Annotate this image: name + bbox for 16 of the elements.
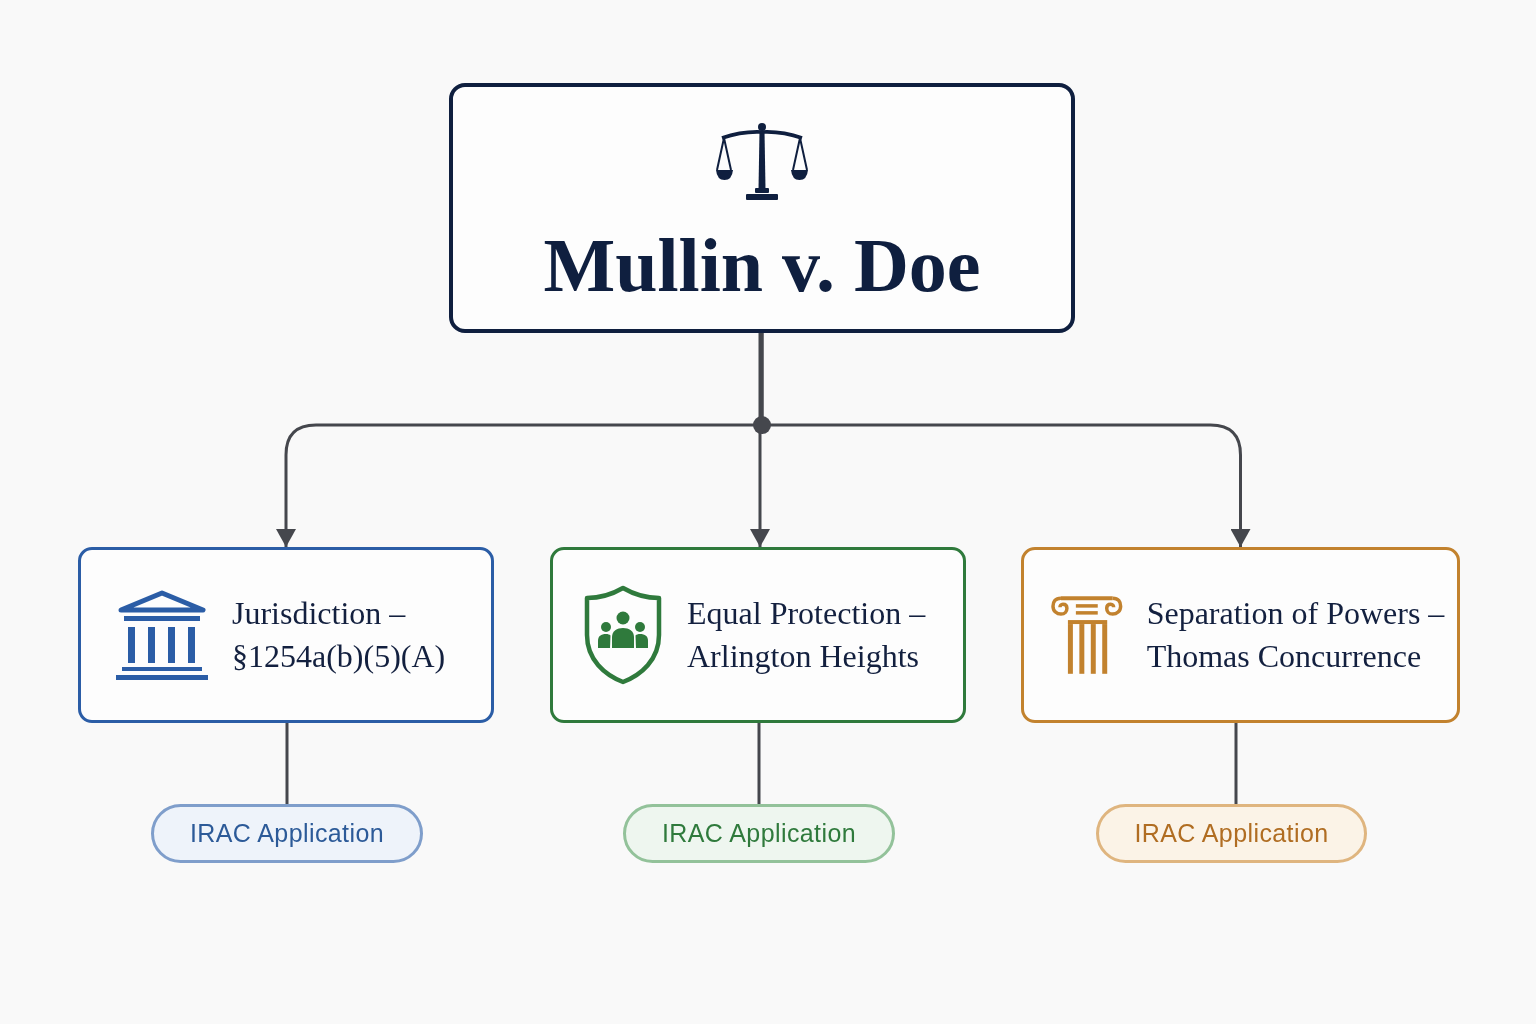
topic-title: Jurisdiction – §1254a(b)(5)(A) bbox=[232, 595, 446, 674]
connector-line bbox=[285, 723, 289, 804]
pill-label: IRAC Application bbox=[190, 819, 384, 848]
case-box bbox=[449, 83, 1075, 333]
connector-line bbox=[757, 723, 761, 804]
topic-title: Separation of Powers – Thomas Concurrence bbox=[1146, 595, 1445, 674]
arrow bbox=[760, 333, 1251, 547]
topic-box bbox=[78, 547, 494, 723]
topic-title: Equal Protection – Arlington Heights bbox=[687, 595, 926, 674]
arrow bbox=[750, 333, 770, 547]
topic-box bbox=[1021, 547, 1460, 723]
pill-label: IRAC Application bbox=[1134, 819, 1329, 848]
pill-label: IRAC Application bbox=[662, 819, 856, 848]
connector-line bbox=[1234, 723, 1238, 804]
case-title: Mullin v. Doe bbox=[543, 227, 981, 303]
topic-box bbox=[550, 547, 966, 723]
